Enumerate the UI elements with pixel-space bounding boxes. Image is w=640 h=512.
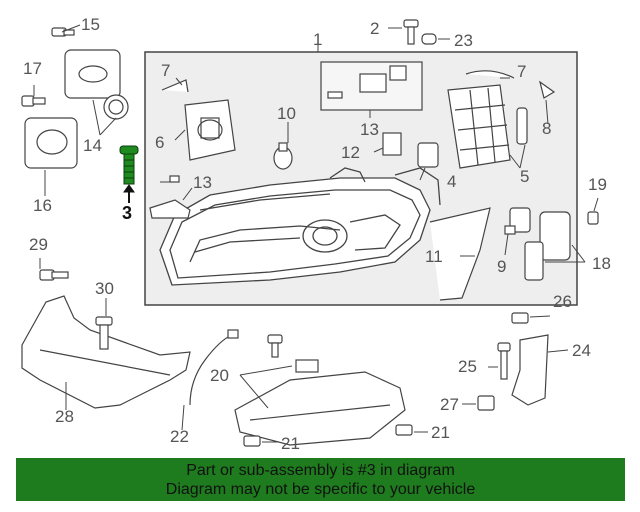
leader-lines (33, 24, 599, 443)
callout-27: 27 (440, 395, 459, 414)
callout-6: 6 (155, 133, 165, 152)
callout-14: 14 (83, 136, 102, 155)
callout-13-left: 13 (193, 173, 212, 192)
headlamp-body (159, 167, 441, 286)
callout-11: 11 (425, 247, 443, 266)
part-23-clip (421, 33, 437, 45)
callout-17: 17 (23, 59, 42, 78)
callout-7-left: 7 (161, 61, 171, 80)
part-3-arrow (123, 184, 135, 203)
callout-29: 29 (29, 235, 48, 254)
callout-19: 19 (588, 175, 607, 194)
part-28-29-30-22 (21, 269, 239, 409)
part-3-bolt (119, 145, 139, 185)
callout-22: 22 (170, 427, 189, 446)
callout-2: 2 (370, 19, 380, 38)
part-9-11-18-19 (429, 207, 599, 301)
callout-3[interactable]: 3 (122, 203, 133, 223)
callout-8: 8 (542, 119, 552, 138)
part-2-screw (403, 19, 419, 45)
callout-5: 5 (520, 167, 530, 186)
part-24-25-26-27 (477, 312, 549, 411)
part-6-10-12-13 (149, 65, 407, 219)
callout-28: 28 (55, 407, 74, 426)
banner-line-2: Diagram may not be specific to your vehi… (165, 481, 476, 498)
callout-12: 12 (341, 143, 360, 162)
part-4-5-7-8 (417, 70, 556, 169)
callout-16: 16 (33, 196, 52, 215)
callout-10: 10 (277, 104, 296, 123)
callout-9: 9 (497, 257, 507, 276)
part-20-21 (234, 334, 413, 447)
callout-13-top: 13 (360, 120, 379, 139)
notice-banner: Part or sub-assembly is #3 in diagram Di… (16, 458, 625, 501)
part-15-16-modules (21, 27, 129, 169)
callout-23: 23 (454, 31, 473, 50)
callout-4: 4 (447, 172, 457, 191)
callout-7-right: 7 (517, 62, 527, 81)
callout-24: 24 (572, 341, 591, 360)
callout-20: 20 (210, 366, 229, 385)
banner-line-1: Part or sub-assembly is #3 in diagram (186, 462, 455, 479)
callout-30: 30 (95, 279, 114, 298)
callout-21-right: 21 (431, 423, 450, 442)
callout-1: 1 (313, 30, 323, 49)
callout-21-left: 21 (281, 434, 300, 453)
callout-25: 25 (458, 357, 477, 376)
callout-18: 18 (592, 254, 611, 273)
callout-26: 26 (553, 292, 572, 311)
callout-15: 15 (81, 15, 100, 34)
